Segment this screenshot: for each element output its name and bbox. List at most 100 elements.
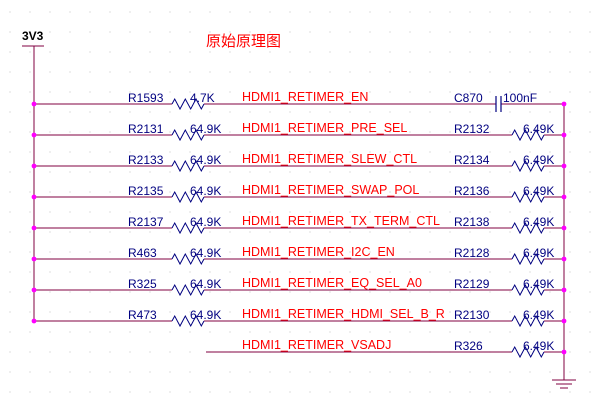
grid-dot bbox=[69, 151, 71, 153]
grid-dot bbox=[409, 251, 411, 253]
grid-dot bbox=[49, 151, 51, 153]
grid-dot bbox=[189, 351, 191, 353]
grid-dot bbox=[349, 91, 351, 93]
grid-dot bbox=[289, 231, 291, 233]
grid-dot bbox=[209, 151, 211, 153]
grid-dot bbox=[589, 191, 591, 193]
grid-dot bbox=[309, 111, 311, 113]
grid-dot bbox=[529, 171, 531, 173]
grid-dot bbox=[69, 331, 71, 333]
grid-dots bbox=[9, 11, 591, 393]
junction-dot bbox=[561, 132, 567, 138]
grid-dot bbox=[349, 11, 351, 13]
grid-dot bbox=[9, 251, 11, 253]
grid-dot bbox=[369, 31, 371, 33]
grid-dot bbox=[449, 251, 451, 253]
grid-dot bbox=[49, 291, 51, 293]
grid-dot bbox=[69, 231, 71, 233]
designator-right: R2138 bbox=[454, 215, 490, 229]
grid-dot bbox=[509, 371, 511, 373]
grid-dot bbox=[589, 151, 591, 153]
grid-dot bbox=[69, 111, 71, 113]
grid-dot bbox=[389, 191, 391, 193]
grid-dot bbox=[89, 211, 91, 213]
grid-dot bbox=[329, 91, 331, 93]
grid-dot bbox=[569, 271, 571, 273]
grid-dot bbox=[129, 171, 131, 173]
grid-dot bbox=[9, 151, 11, 153]
resistor-symbol-left bbox=[171, 190, 205, 204]
grid-dot bbox=[129, 251, 131, 253]
designator-left: R2133 bbox=[128, 153, 164, 167]
grid-dot bbox=[389, 231, 391, 233]
grid-dot bbox=[249, 91, 251, 93]
grid-dot bbox=[109, 51, 111, 53]
value-left: 64.9K bbox=[190, 153, 222, 167]
grid-dot bbox=[169, 391, 171, 393]
grid-dot bbox=[249, 51, 251, 53]
resistor-symbol-right bbox=[511, 128, 545, 142]
grid-dot bbox=[229, 271, 231, 273]
value-left: 64.9K bbox=[190, 246, 222, 260]
grid-dot bbox=[89, 311, 91, 313]
grid-dot bbox=[189, 111, 191, 113]
grid-dot bbox=[409, 331, 411, 333]
grid-dot bbox=[169, 311, 171, 313]
grid-dot bbox=[389, 51, 391, 53]
grid-dot bbox=[469, 151, 471, 153]
grid-dot bbox=[589, 351, 591, 353]
grid-dot bbox=[469, 271, 471, 273]
grid-dot bbox=[209, 11, 211, 13]
grid-dot bbox=[549, 31, 551, 33]
grid-dot bbox=[349, 191, 351, 193]
net-label: HDMI1_RETIMER_PRE_SEL bbox=[242, 121, 408, 135]
grid-dot bbox=[269, 371, 271, 373]
grid-dot bbox=[309, 31, 311, 33]
value-left: 64.9K bbox=[190, 308, 222, 322]
grid-dot bbox=[309, 211, 311, 213]
grid-dot bbox=[289, 191, 291, 193]
grid-dot bbox=[529, 151, 531, 153]
grid-dot bbox=[149, 371, 151, 373]
grid-dot bbox=[149, 311, 151, 313]
grid-dot bbox=[389, 251, 391, 253]
grid-dot bbox=[9, 271, 11, 273]
grid-dot bbox=[589, 171, 591, 173]
resistor-symbol-left bbox=[171, 314, 205, 328]
grid-dot bbox=[489, 171, 491, 173]
resistor-symbol-left bbox=[171, 159, 205, 173]
grid-dot bbox=[149, 51, 151, 53]
grid-dot bbox=[49, 131, 51, 133]
grid-dot bbox=[229, 111, 231, 113]
grid-dot bbox=[149, 31, 151, 33]
grid-dot bbox=[149, 191, 151, 193]
grid-dot bbox=[429, 111, 431, 113]
grid-dot bbox=[469, 311, 471, 313]
grid-dot bbox=[89, 291, 91, 293]
junction-dot bbox=[31, 163, 37, 169]
grid-dot bbox=[9, 371, 11, 373]
grid-dot bbox=[209, 171, 211, 173]
grid-dot bbox=[329, 31, 331, 33]
grid-dot bbox=[409, 151, 411, 153]
grid-dot bbox=[589, 111, 591, 113]
grid-dot bbox=[249, 211, 251, 213]
grid-dot bbox=[289, 11, 291, 13]
grid-dot bbox=[149, 211, 151, 213]
grid-dot bbox=[429, 251, 431, 253]
grid-dot bbox=[269, 291, 271, 293]
grid-dot bbox=[189, 71, 191, 73]
value-right: 6.49K bbox=[523, 153, 555, 167]
grid-dot bbox=[89, 251, 91, 253]
grid-dot bbox=[449, 231, 451, 233]
grid-dot bbox=[469, 31, 471, 33]
junction-dot bbox=[31, 256, 37, 262]
grid-dot bbox=[169, 11, 171, 13]
grid-dot bbox=[589, 331, 591, 333]
grid-dot bbox=[209, 231, 211, 233]
grid-dot bbox=[189, 191, 191, 193]
grid-dot bbox=[269, 331, 271, 333]
grid-dot bbox=[169, 51, 171, 53]
grid-dot bbox=[309, 331, 311, 333]
grid-dot bbox=[569, 31, 571, 33]
